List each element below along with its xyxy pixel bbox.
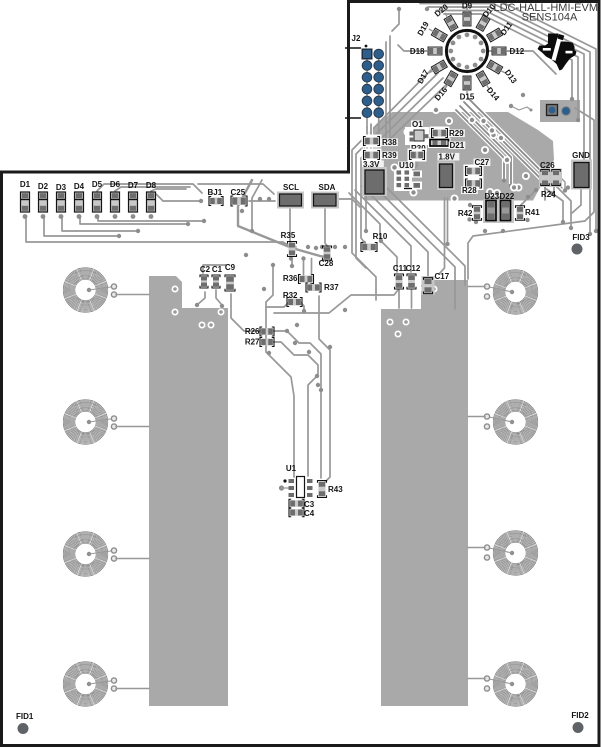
svg-text:C26: C26 [540,161,555,170]
svg-text:SDA: SDA [319,183,336,192]
svg-text:D5: D5 [92,180,103,189]
svg-text:C12: C12 [406,264,421,273]
svg-text:SENS104A: SENS104A [522,12,578,24]
svg-text:R37: R37 [324,283,339,292]
svg-text:C1: C1 [212,265,223,274]
svg-text:D15: D15 [460,93,475,102]
svg-text:R39: R39 [382,151,397,160]
svg-text:R38: R38 [382,138,397,147]
svg-text:D18: D18 [410,47,425,56]
svg-text:Q1: Q1 [412,120,423,129]
svg-text:FID2: FID2 [571,711,589,720]
svg-text:D3: D3 [56,183,67,192]
svg-text:R32: R32 [283,291,298,300]
svg-text:LDC-HALL-HMI-EVM: LDC-HALL-HMI-EVM [493,2,598,14]
svg-text:R27: R27 [245,338,260,347]
svg-text:D1: D1 [20,180,31,189]
svg-text:U1: U1 [286,464,297,473]
svg-text:C27: C27 [475,158,490,167]
svg-text:R28: R28 [462,186,477,195]
svg-text:D7: D7 [128,181,139,190]
svg-text:R35: R35 [281,231,296,240]
svg-text:C17: C17 [435,272,450,281]
svg-text:FID3: FID3 [572,233,590,242]
svg-text:R43: R43 [328,485,343,494]
svg-text:C28: C28 [319,259,334,268]
svg-text:D9: D9 [462,2,473,11]
svg-text:R24: R24 [541,190,556,199]
svg-text:FID1: FID1 [16,712,34,721]
svg-text:SCL: SCL [283,183,299,192]
svg-text:D21: D21 [450,141,465,150]
svg-text:C2: C2 [200,265,211,274]
svg-text:U10: U10 [399,161,414,170]
svg-text:C4: C4 [304,509,315,518]
svg-text:R29: R29 [449,129,464,138]
svg-text:C9: C9 [225,263,236,272]
svg-text:D8: D8 [146,181,157,190]
svg-text:R36: R36 [283,274,298,283]
svg-text:GND: GND [572,151,590,160]
svg-text:R26: R26 [245,327,260,336]
svg-text:C11: C11 [393,264,408,273]
svg-text:D12: D12 [510,47,525,56]
svg-text:C3: C3 [304,500,315,509]
svg-text:C25: C25 [231,188,246,197]
svg-text:D23: D23 [485,192,500,201]
svg-text:D6: D6 [110,180,121,189]
svg-text:D22: D22 [500,192,515,201]
svg-text:D4: D4 [74,182,85,191]
svg-text:R41: R41 [525,208,540,217]
svg-text:R10: R10 [373,232,388,241]
svg-text:D2: D2 [38,182,49,191]
svg-text:3.3V: 3.3V [363,160,380,169]
svg-text:1.8V: 1.8V [439,153,456,162]
svg-text:J2: J2 [352,34,361,43]
svg-text:BJ1: BJ1 [208,188,223,197]
svg-text:R42: R42 [458,209,473,218]
